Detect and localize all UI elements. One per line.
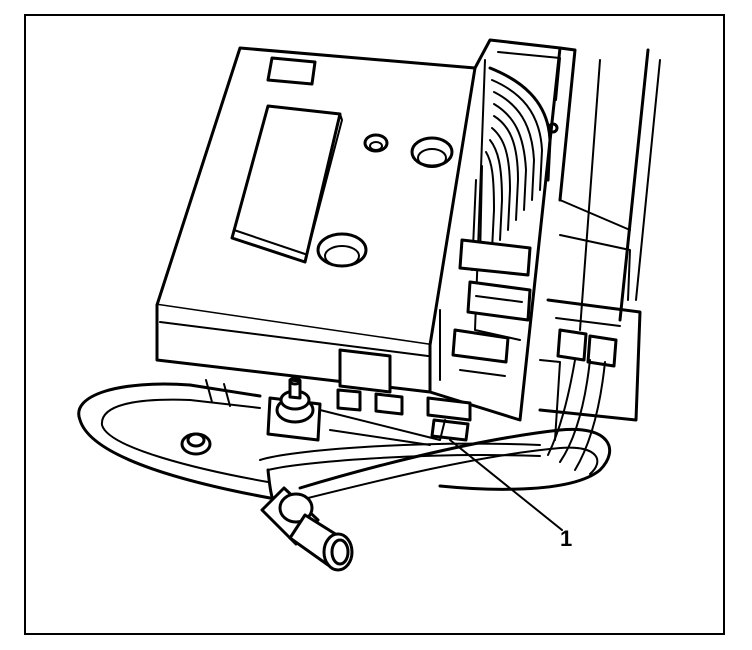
- mounting-bolt: [180, 432, 212, 456]
- callout-label-1: 1: [560, 526, 573, 551]
- label-plate: [266, 56, 317, 86]
- wire-harness: [77, 359, 611, 501]
- bracket: [319, 409, 446, 441]
- connector-bank: [428, 38, 661, 441]
- antenna-plug: [260, 468, 354, 572]
- callout-leader-1: [449, 439, 563, 531]
- front-connectors: [336, 348, 472, 442]
- ground-stud: [266, 376, 322, 442]
- connector-1: [426, 396, 472, 422]
- module-housing: [155, 46, 477, 394]
